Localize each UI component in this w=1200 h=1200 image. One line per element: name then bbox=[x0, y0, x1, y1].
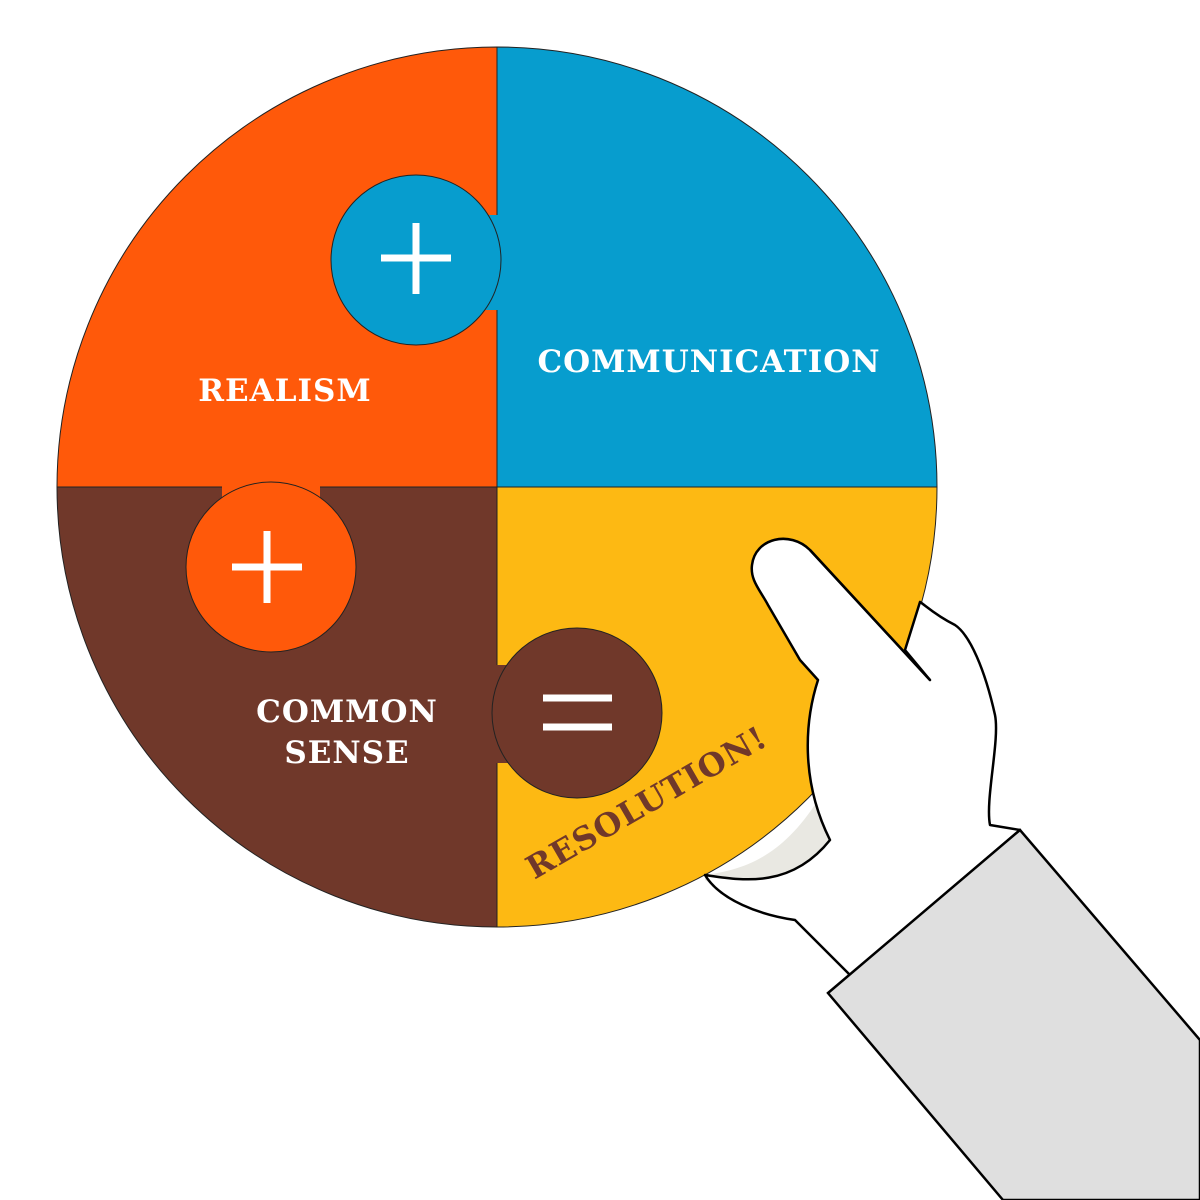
label-common: COMMON bbox=[256, 694, 438, 730]
equals-icon bbox=[543, 694, 612, 731]
puzzle-piece-common-sense bbox=[56, 486, 498, 928]
glove bbox=[703, 537, 1022, 977]
plus-icon-left bbox=[232, 531, 302, 603]
label-sense: SENSE bbox=[284, 735, 409, 771]
label-realism: REALISM bbox=[198, 373, 371, 409]
pointing-hand-illustration bbox=[703, 537, 1200, 1200]
sleeve bbox=[826, 828, 1200, 1200]
puzzle-piece-realism bbox=[56, 46, 498, 488]
puzzle-piece-communication bbox=[496, 46, 938, 488]
plus-icon-top bbox=[381, 223, 451, 294]
label-communication: COMMUNICATION bbox=[537, 344, 880, 380]
knob-brown bbox=[491, 627, 663, 799]
finger-line bbox=[809, 549, 931, 681]
